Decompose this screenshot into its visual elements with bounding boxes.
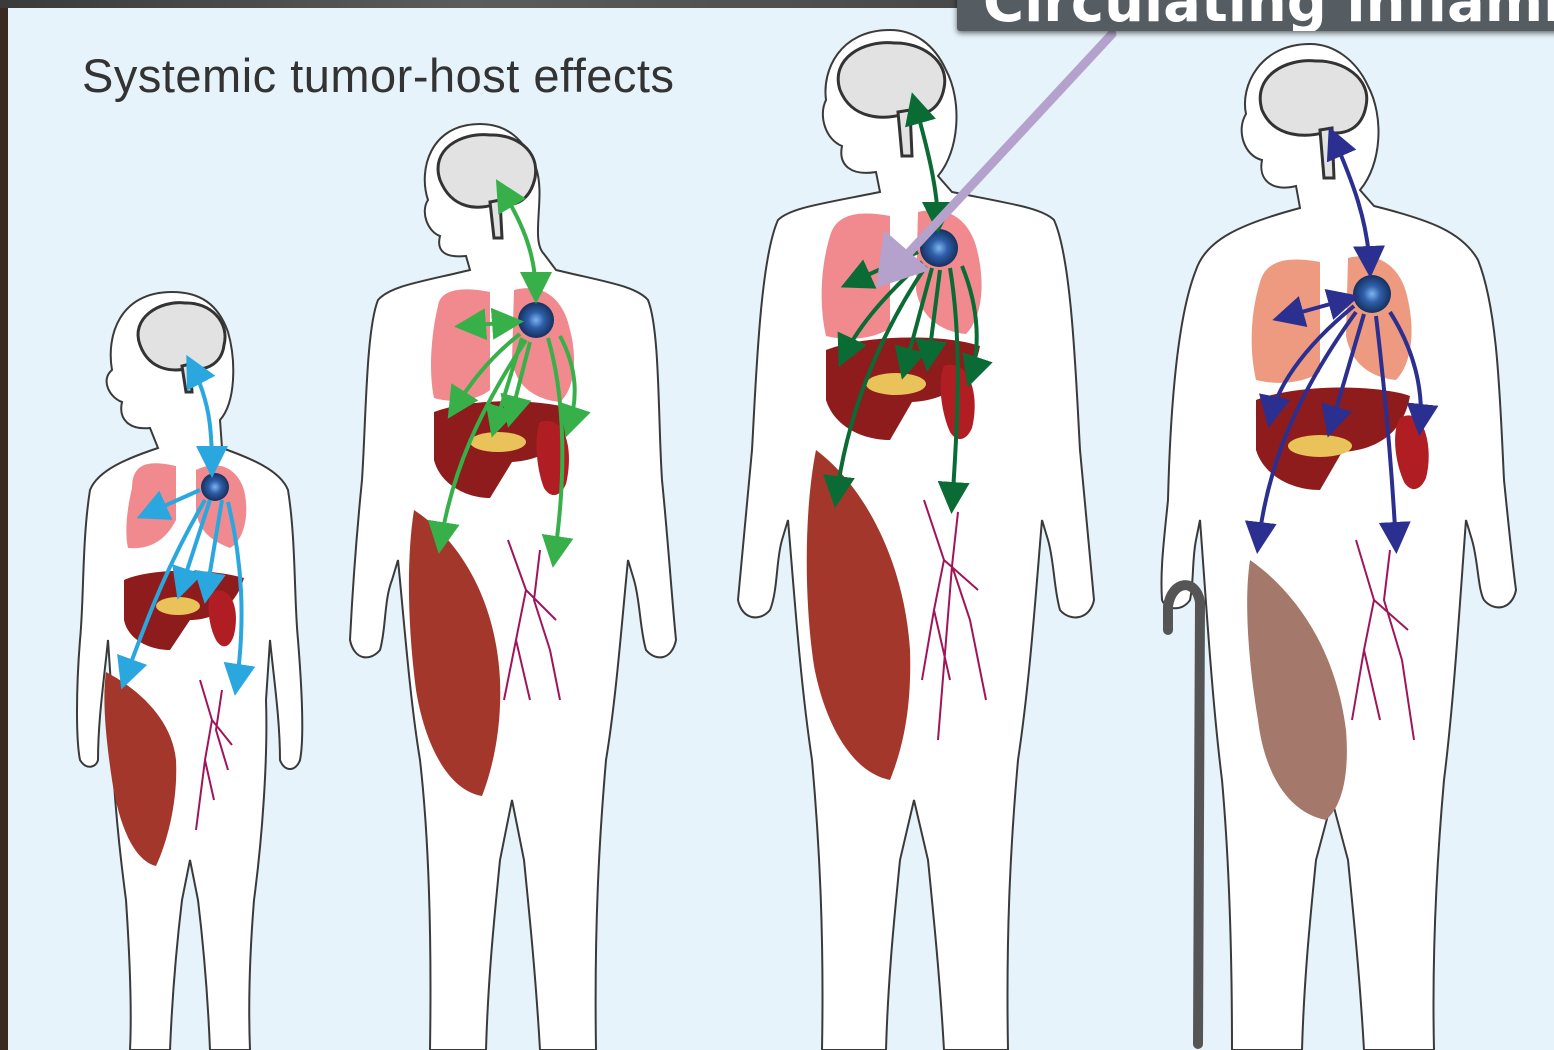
- figure-panel: Systemic tumor-host effects: [8, 8, 1554, 1050]
- young-adult-tumor: [518, 302, 554, 338]
- figure-adult: [738, 30, 1094, 1050]
- elderly-lung-left: [1252, 259, 1320, 382]
- adult-brainstem: [898, 110, 912, 156]
- callout-banner: Circulating inflamm: [957, 0, 1554, 31]
- elderly-tumor: [1353, 275, 1391, 313]
- callout-text: Circulating inflamm: [983, 0, 1554, 31]
- cane-icon: [1168, 585, 1200, 1044]
- young-adult-brain: [438, 135, 536, 207]
- young-adult-body-outline: [350, 124, 676, 1050]
- young-adult-lung-left: [431, 289, 490, 400]
- child-tumor: [201, 473, 229, 501]
- figure-title: Systemic tumor-host effects: [82, 48, 675, 103]
- figure-child: [77, 292, 302, 1050]
- adult-body-outline: [738, 30, 1094, 1050]
- adult-brain: [838, 43, 945, 117]
- adult-pancreas: [866, 373, 926, 395]
- illustration-canvas: [8, 8, 1554, 1050]
- figure-young-adult: [350, 124, 676, 1050]
- elderly-body-outline: [1161, 44, 1516, 1050]
- figure-elderly: [1161, 44, 1516, 1050]
- child-body-outline: [77, 292, 302, 1050]
- elderly-pancreas: [1288, 435, 1352, 457]
- elderly-brain: [1260, 61, 1367, 136]
- child-pancreas: [156, 597, 200, 615]
- window-left-strip: [0, 8, 8, 1050]
- young-adult-pancreas: [470, 432, 526, 452]
- child-brain: [138, 303, 225, 370]
